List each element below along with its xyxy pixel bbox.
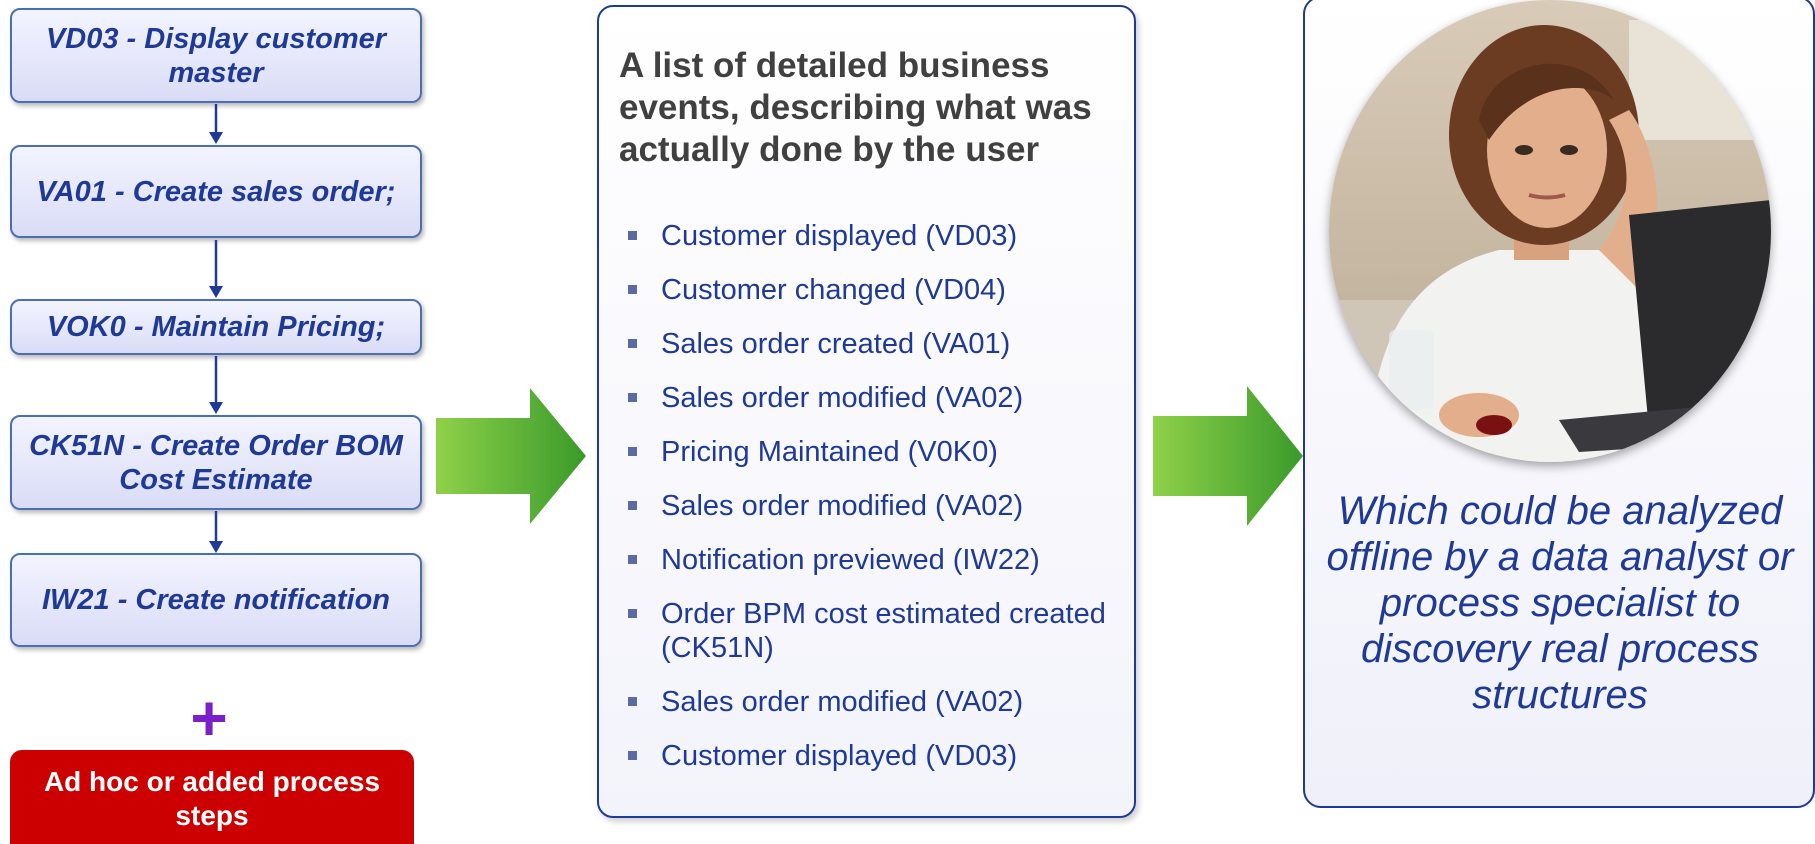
down-arrow-icon [209, 356, 223, 414]
down-arrow-icon [209, 240, 223, 298]
bullet-square-icon [628, 697, 637, 706]
plus-icon: + [190, 682, 228, 754]
list-item: Order BPM cost estimated created (CK51N) [619, 597, 1124, 665]
list-item-label: Sales order created (VA01) [661, 328, 1011, 360]
process-step-label: CK51N - Create Order BOM Cost Estimate [29, 429, 403, 496]
events-heading: A list of detailed business events, desc… [619, 46, 1092, 169]
bullet-square-icon [628, 751, 637, 760]
process-step-label: IW21 - Create notification [41, 584, 391, 616]
list-item: Sales order modified (VA02) [619, 489, 1124, 523]
list-item: Sales order modified (VA02) [619, 685, 1124, 719]
bullet-square-icon [628, 231, 637, 240]
list-item: Sales order modified (VA02) [619, 381, 1124, 415]
bullet-square-icon [628, 447, 637, 456]
bullet-square-icon [628, 393, 637, 402]
business-events-panel: A list of detailed business events, desc… [597, 5, 1136, 818]
bullet-square-icon [628, 339, 637, 348]
list-item: Pricing Maintained (V0K0) [619, 435, 1124, 469]
process-step-label: VOK0 - Maintain Pricing; [46, 311, 386, 343]
bullet-square-icon [628, 555, 637, 564]
down-arrow-icon [209, 104, 223, 144]
analysis-panel: Which could be analyzed offline by a dat… [1303, 0, 1815, 808]
down-arrow-icon [209, 511, 223, 553]
bullet-square-icon [628, 501, 637, 510]
bullet-square-icon [628, 609, 637, 618]
process-step-ck51n: CK51N - Create Order BOM Cost Estimate [10, 415, 422, 510]
list-item-label: Sales order modified (VA02) [661, 382, 1024, 414]
list-item: Customer displayed (VD03) [619, 219, 1124, 253]
analysis-text: Which could be analyzed offline by a dat… [1326, 489, 1794, 717]
list-item: Notification previewed (IW22) [619, 543, 1124, 577]
list-item-label: Sales order modified (VA02) [661, 490, 1024, 522]
list-item-label: Order BPM cost estimated created (CK51N) [661, 598, 1106, 664]
list-item-label: Sales order modified (VA02) [661, 686, 1024, 718]
list-item-label: Notification previewed (IW22) [661, 544, 1040, 576]
list-item-label: Pricing Maintained (V0K0) [661, 436, 998, 468]
adhoc-steps-label: Ad hoc or added process steps [43, 766, 381, 831]
process-step-label: VD03 - Display customer master [45, 22, 387, 89]
events-list: Customer displayed (VD03) Customer chang… [619, 219, 1124, 793]
right-arrow-icon [436, 388, 586, 524]
right-arrow-icon [1153, 386, 1303, 526]
analyst-illustration [1329, 0, 1771, 462]
adhoc-steps-box: Ad hoc or added process steps [10, 750, 414, 844]
process-step-vok0: VOK0 - Maintain Pricing; [10, 299, 422, 355]
process-step-va01: VA01 - Create sales order; [10, 145, 422, 238]
list-item: Customer changed (VD04) [619, 273, 1124, 307]
process-step-vd03: VD03 - Display customer master [10, 8, 422, 103]
list-item: Customer displayed (VD03) [619, 739, 1124, 773]
list-item: Sales order created (VA01) [619, 327, 1124, 361]
bullet-square-icon [628, 285, 637, 294]
analyst-photo [1329, 0, 1771, 462]
process-step-iw21: IW21 - Create notification [10, 553, 422, 647]
process-step-label: VA01 - Create sales order; [36, 175, 396, 208]
list-item-label: Customer displayed (VD03) [661, 220, 1018, 252]
list-item-label: Customer displayed (VD03) [661, 740, 1018, 772]
list-item-label: Customer changed (VD04) [661, 274, 1006, 306]
